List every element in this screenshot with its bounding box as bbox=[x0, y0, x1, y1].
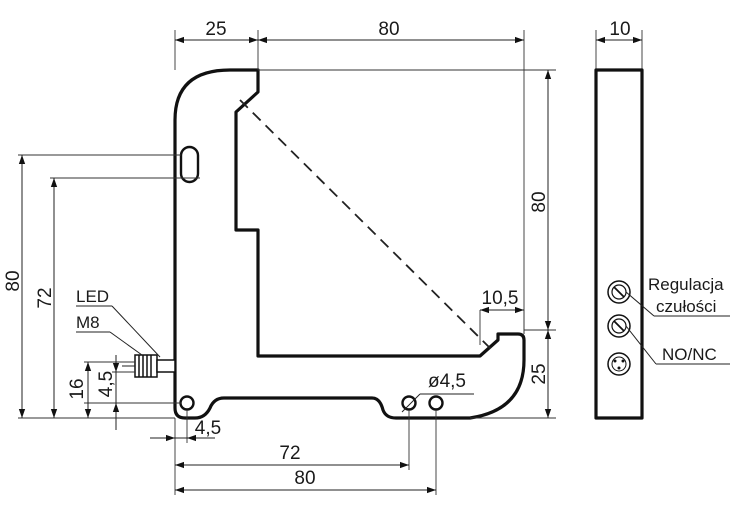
mounting-hole-left bbox=[179, 395, 195, 411]
label-m8: M8 bbox=[76, 313, 100, 332]
sensitivity-potentiometer-icon bbox=[607, 280, 631, 304]
no-nc-switch-icon bbox=[607, 314, 631, 338]
connector-callouts: LED M8 bbox=[76, 287, 161, 358]
light-beam-path bbox=[239, 99, 495, 353]
dim-connector-offset: 4,5 bbox=[96, 371, 117, 397]
mounting-slot bbox=[179, 145, 200, 184]
dim-right-step-height: 25 bbox=[529, 363, 550, 384]
dim-bottom-total-width: 80 bbox=[294, 468, 315, 489]
body-outline bbox=[173, 68, 526, 420]
dim-tab-width: 10,5 bbox=[482, 288, 519, 309]
dim-left-total-height: 80 bbox=[3, 270, 24, 291]
dim-hole-diameter: ø4,5 bbox=[428, 371, 466, 392]
label-sensitivity-line1: Regulacja bbox=[648, 275, 724, 294]
m8-socket-icon bbox=[607, 352, 631, 376]
extension-lines bbox=[18, 30, 643, 495]
mounting-hole-middle bbox=[401, 395, 417, 411]
mounting-hole-right bbox=[428, 395, 444, 411]
dim-side-view-width: 10 bbox=[609, 19, 630, 40]
dim-top-left-width: 25 bbox=[205, 19, 226, 40]
dim-right-height: 80 bbox=[529, 191, 550, 212]
label-led: LED bbox=[76, 287, 109, 306]
dim-bottom-hole-spacing: 72 bbox=[279, 443, 300, 464]
dimension-annotations: 25 80 10 80 25 10,5 80 72 16 4,5 4,5 ø4,… bbox=[3, 19, 642, 494]
dim-top-width: 80 bbox=[378, 19, 399, 40]
side-view-outline bbox=[594, 68, 644, 420]
sensor-side-view: Regulacja czułości NO/NC bbox=[594, 68, 730, 420]
dim-connector-height: 16 bbox=[67, 378, 88, 399]
label-sensitivity-line2: czułości bbox=[656, 297, 716, 316]
label-no-nc: NO/NC bbox=[662, 345, 717, 364]
dim-hole-edge-offset: 4,5 bbox=[195, 418, 221, 439]
m8-connector bbox=[122, 354, 176, 378]
leader-hole-diameter bbox=[401, 393, 421, 413]
dim-left-hole-height: 72 bbox=[35, 287, 56, 308]
sensor-body-front-view bbox=[173, 68, 526, 420]
